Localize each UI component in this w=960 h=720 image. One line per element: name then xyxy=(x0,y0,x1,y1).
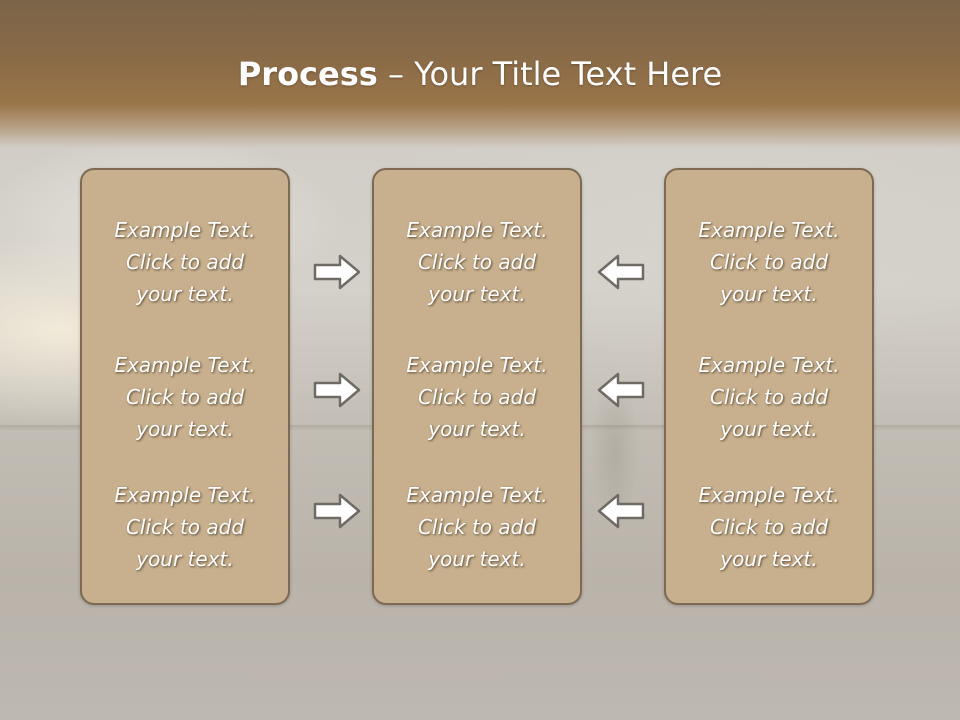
text-line: your text. xyxy=(136,417,234,441)
text-line: your text. xyxy=(720,282,818,306)
text-line: Click to add xyxy=(709,385,829,409)
text-block[interactable]: Example Text. Click to add your text. xyxy=(374,479,580,575)
title-bar xyxy=(0,0,960,148)
text-line: Click to add xyxy=(709,515,829,539)
text-line: your text. xyxy=(720,547,818,571)
process-box-left[interactable]: Example Text. Click to add your text. Ex… xyxy=(80,168,290,605)
text-line: Example Text. xyxy=(406,483,548,507)
text-line: your text. xyxy=(428,547,526,571)
text-line: Click to add xyxy=(125,515,245,539)
arrow-left-icon[interactable] xyxy=(596,370,646,410)
text-line: Click to add xyxy=(709,250,829,274)
text-line: Click to add xyxy=(417,515,537,539)
text-block[interactable]: Example Text. Click to add your text. xyxy=(666,349,872,445)
text-line: Click to add xyxy=(125,250,245,274)
text-line: Example Text. xyxy=(406,353,548,377)
text-line: Example Text. xyxy=(114,218,256,242)
text-line: your text. xyxy=(428,417,526,441)
text-block[interactable]: Example Text. Click to add your text. xyxy=(666,214,872,310)
process-box-center[interactable]: Example Text. Click to add your text. Ex… xyxy=(372,168,582,605)
text-line: Example Text. xyxy=(698,483,840,507)
text-line: your text. xyxy=(720,417,818,441)
text-block[interactable]: Example Text. Click to add your text. xyxy=(374,214,580,310)
text-block[interactable]: Example Text. Click to add your text. xyxy=(82,214,288,310)
text-line: your text. xyxy=(428,282,526,306)
text-line: Click to add xyxy=(417,385,537,409)
text-line: Example Text. xyxy=(114,483,256,507)
text-block[interactable]: Example Text. Click to add your text. xyxy=(82,479,288,575)
arrow-left-icon[interactable] xyxy=(596,252,646,292)
title-bold: Process xyxy=(237,55,378,93)
text-line: Example Text. xyxy=(698,353,840,377)
title-rest: – Your Title Text Here xyxy=(377,55,723,93)
text-line: Click to add xyxy=(125,385,245,409)
arrow-right-icon[interactable] xyxy=(312,252,362,292)
text-block[interactable]: Example Text. Click to add your text. xyxy=(82,349,288,445)
text-line: Example Text. xyxy=(406,218,548,242)
text-block[interactable]: Example Text. Click to add your text. xyxy=(666,479,872,575)
arrow-left-icon[interactable] xyxy=(596,491,646,531)
arrow-right-icon[interactable] xyxy=(312,491,362,531)
text-line: Example Text. xyxy=(698,218,840,242)
text-line: your text. xyxy=(136,547,234,571)
slide-title[interactable]: Process – Your Title Text Here xyxy=(0,52,960,96)
text-line: Example Text. xyxy=(114,353,256,377)
text-block[interactable]: Example Text. Click to add your text. xyxy=(374,349,580,445)
process-box-right[interactable]: Example Text. Click to add your text. Ex… xyxy=(664,168,874,605)
text-line: your text. xyxy=(136,282,234,306)
arrow-right-icon[interactable] xyxy=(312,370,362,410)
text-line: Click to add xyxy=(417,250,537,274)
